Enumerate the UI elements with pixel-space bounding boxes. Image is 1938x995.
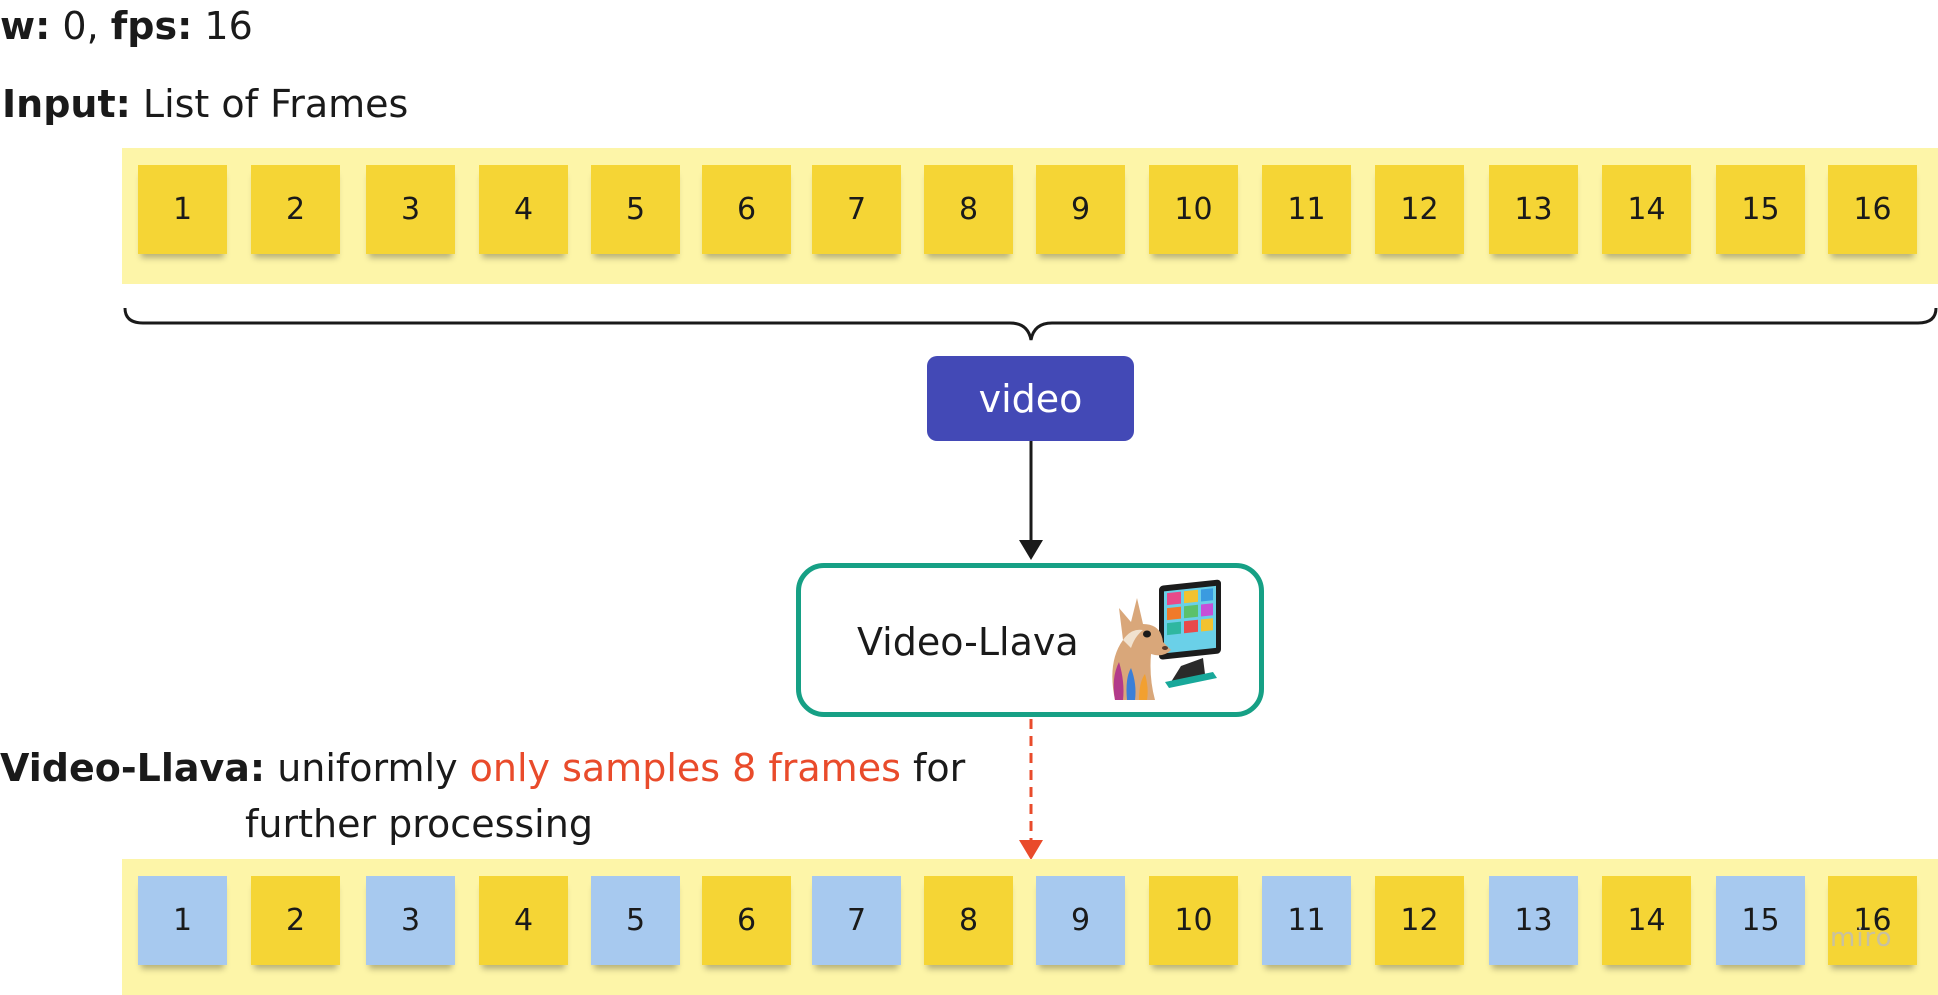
input-frame-label: 12 xyxy=(1400,192,1439,227)
output-frame-4: 4 xyxy=(479,876,568,965)
input-frame-4: 4 xyxy=(479,165,568,254)
input-line: Input: List of Frames xyxy=(2,82,408,126)
input-frame-label: 8 xyxy=(958,192,979,227)
input-frame-16: 16 xyxy=(1828,165,1917,254)
output-frame-label: 14 xyxy=(1627,903,1666,938)
input-frame-label: 9 xyxy=(1070,192,1091,227)
miro-watermark: miro xyxy=(1830,923,1893,953)
description-text-before: uniformly xyxy=(265,746,470,790)
w-value: 0, xyxy=(50,4,99,48)
output-frame-label: 15 xyxy=(1741,903,1780,938)
output-frame-10: 10 xyxy=(1149,876,1238,965)
video-node-label: video xyxy=(978,376,1083,421)
input-frame-label: 15 xyxy=(1741,192,1780,227)
description-text-after: for xyxy=(900,746,966,790)
input-frame-label: 7 xyxy=(846,192,867,227)
output-frame-label: 3 xyxy=(400,903,421,938)
output-frame-label: 5 xyxy=(625,903,646,938)
input-frame-14: 14 xyxy=(1602,165,1691,254)
output-frame-label: 1 xyxy=(172,903,193,938)
w-label: w: xyxy=(0,4,51,48)
description-label: Video-Llava: xyxy=(0,746,266,790)
output-frame-12: 12 xyxy=(1375,876,1464,965)
input-frame-label: 1 xyxy=(172,192,193,227)
output-frame-label: 4 xyxy=(513,903,534,938)
output-frame-label: 12 xyxy=(1400,903,1439,938)
input-frame-label: 3 xyxy=(400,192,421,227)
model-to-output-arrowhead xyxy=(1019,840,1043,860)
output-frame-14: 14 xyxy=(1602,876,1691,965)
input-frame-label: 13 xyxy=(1514,192,1553,227)
output-frame-16: 16 xyxy=(1828,876,1917,965)
description-line2: further processing xyxy=(245,802,593,846)
output-frame-label: 10 xyxy=(1174,903,1213,938)
output-frame-label: 16 xyxy=(1853,903,1892,938)
input-frame-1: 1 xyxy=(138,165,227,254)
model-node: Video-Llava xyxy=(796,563,1264,717)
input-label: Input: xyxy=(2,82,131,126)
output-frame-7: 7 xyxy=(812,876,901,965)
output-frame-label: 11 xyxy=(1287,903,1326,938)
input-frame-2: 2 xyxy=(251,165,340,254)
sampling-description: Video-Llava: uniformly only samples 8 fr… xyxy=(0,746,965,790)
input-frame-15: 15 xyxy=(1716,165,1805,254)
input-frame-13: 13 xyxy=(1489,165,1578,254)
output-frame-13: 13 xyxy=(1489,876,1578,965)
output-frame-11: 11 xyxy=(1262,876,1351,965)
output-frame-label: 2 xyxy=(285,903,306,938)
output-frame-3: 3 xyxy=(366,876,455,965)
input-frame-9: 9 xyxy=(1036,165,1125,254)
video-to-model-arrowhead xyxy=(1019,540,1043,560)
input-frame-label: 5 xyxy=(625,192,646,227)
input-frame-label: 2 xyxy=(285,192,306,227)
output-frame-5: 5 xyxy=(591,876,680,965)
video-node: video xyxy=(927,356,1134,441)
input-frame-12: 12 xyxy=(1375,165,1464,254)
output-frame-label: 6 xyxy=(736,903,757,938)
output-frame-label: 9 xyxy=(1070,903,1091,938)
input-frame-label: 11 xyxy=(1287,192,1326,227)
input-frame-10: 10 xyxy=(1149,165,1238,254)
input-frame-11: 11 xyxy=(1262,165,1351,254)
input-frame-3: 3 xyxy=(366,165,455,254)
input-frame-6: 6 xyxy=(702,165,791,254)
input-frame-label: 6 xyxy=(736,192,757,227)
output-frame-6: 6 xyxy=(702,876,791,965)
input-frame-label: 4 xyxy=(513,192,534,227)
output-frame-label: 13 xyxy=(1514,903,1553,938)
input-frame-8: 8 xyxy=(924,165,1013,254)
output-frame-1: 1 xyxy=(138,876,227,965)
input-frame-label: 16 xyxy=(1853,192,1892,227)
output-frame-8: 8 xyxy=(924,876,1013,965)
input-frame-label: 14 xyxy=(1627,192,1666,227)
output-frame-label: 7 xyxy=(846,903,867,938)
input-frame-label: 10 xyxy=(1174,192,1213,227)
output-frame-label: 8 xyxy=(958,903,979,938)
sampling-description-line2: further processing xyxy=(245,802,593,846)
description-highlight: only samples 8 frames xyxy=(469,746,901,790)
fps-label: fps: xyxy=(110,4,193,48)
model-node-label: Video-Llava xyxy=(857,620,1079,664)
fps-value: 16 xyxy=(192,4,253,48)
output-frame-15: 15 xyxy=(1716,876,1805,965)
input-frame-5: 5 xyxy=(591,165,680,254)
input-text: List of Frames xyxy=(130,82,409,126)
output-frame-2: 2 xyxy=(251,876,340,965)
params-line: w: 0, fps: 16 xyxy=(0,4,253,48)
output-frame-9: 9 xyxy=(1036,876,1125,965)
input-frame-7: 7 xyxy=(812,165,901,254)
input-brace xyxy=(123,307,1938,341)
llama-with-monitor-icon xyxy=(1112,579,1221,700)
